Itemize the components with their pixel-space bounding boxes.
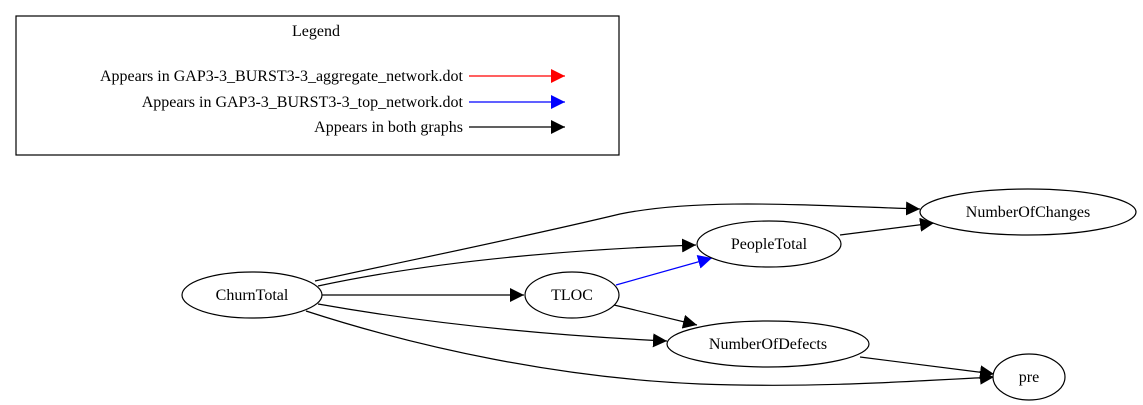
- legend: Legend Appears in GAP3-3_BURST3-3_aggreg…: [15, 15, 620, 156]
- node-tloc-label: TLOC: [551, 287, 593, 304]
- edges: [305, 201, 995, 386]
- node-peopletotal-shape: [696, 220, 842, 268]
- edge-churntotal-pre: [305, 310, 995, 386]
- edge-tloc-peopletotal: [615, 255, 713, 286]
- node-churntotal-shape: [181, 271, 323, 319]
- legend-title: Legend: [292, 23, 340, 40]
- nodes: ChurnTotal TLOC PeopleTotal NumberOfChan…: [181, 188, 1137, 401]
- edge-churntotal-peopletotal: [317, 238, 697, 287]
- node-tloc-shape: [524, 271, 620, 319]
- edge-peopletotal-numberofchanges: [839, 217, 935, 236]
- node-numberofdefects-shape: [666, 320, 870, 368]
- node-numberofchanges[interactable]: NumberOfChanges: [919, 188, 1137, 236]
- node-pre-label: pre: [1019, 369, 1039, 386]
- node-tloc[interactable]: TLOC: [524, 271, 620, 319]
- node-numberofdefects-label: NumberOfDefects: [709, 336, 827, 353]
- edge-churntotal-numberofchanges: [314, 201, 921, 282]
- node-numberofchanges-label: NumberOfChanges: [966, 204, 1090, 221]
- edge-tloc-numberofdefects: [613, 304, 698, 329]
- node-peopletotal-label: PeopleTotal: [731, 236, 808, 253]
- node-pre[interactable]: pre: [992, 353, 1066, 401]
- node-numberofchanges-shape: [919, 188, 1137, 236]
- edge-numberofdefects-pre: [859, 356, 995, 380]
- legend-entry-both-label: Appears in both graphs: [314, 119, 463, 136]
- node-peopletotal[interactable]: PeopleTotal: [696, 220, 842, 268]
- node-numberofdefects[interactable]: NumberOfDefects: [666, 320, 870, 368]
- legend-entry-top-label: Appears in GAP3-3_BURST3-3_top_network.d…: [142, 94, 464, 111]
- node-pre-shape: [992, 353, 1066, 401]
- node-churntotal[interactable]: ChurnTotal: [181, 271, 323, 319]
- node-churntotal-label: ChurnTotal: [216, 287, 289, 304]
- legend-entry-aggregate-label: Appears in GAP3-3_BURST3-3_aggregate_net…: [100, 68, 464, 85]
- legend-box: [15, 15, 620, 156]
- edge-churntotal-numberofdefects: [317, 303, 668, 348]
